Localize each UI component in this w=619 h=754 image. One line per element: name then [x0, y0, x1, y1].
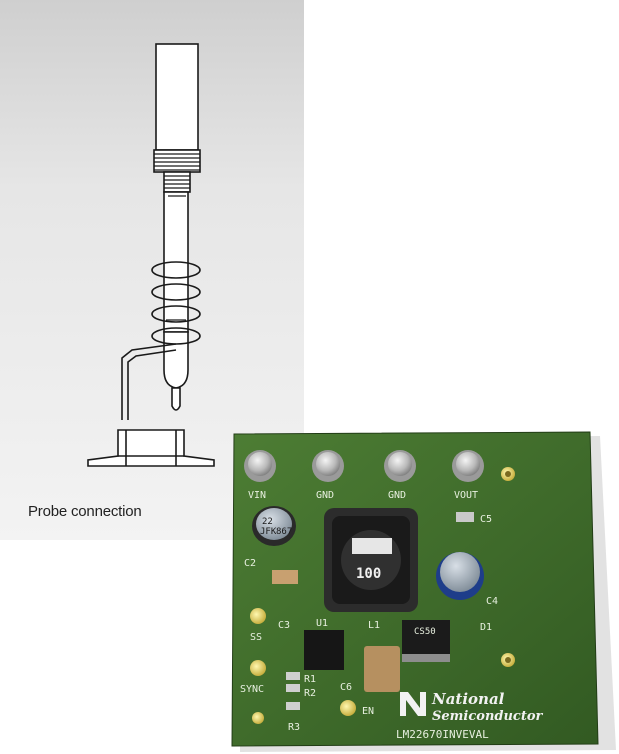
ref-c2: C2: [244, 558, 256, 569]
ref-c3: C3: [278, 620, 290, 631]
ground-lead: [121, 343, 177, 420]
ref-u1: U1: [316, 618, 328, 629]
thread-lines: [154, 153, 200, 321]
input-capacitor: 22 JFK 867: [252, 506, 296, 546]
resistor-r1: [286, 672, 300, 680]
pad-en: [340, 700, 356, 716]
smd-cap-c6: [364, 646, 400, 692]
smd-cap-c5: [456, 512, 474, 522]
diode-d1: CS50: [402, 620, 450, 662]
pad-label-sync: SYNC: [240, 684, 264, 695]
smd-cap-c2: [272, 570, 298, 584]
national-semiconductor-logo: National Semiconductor: [400, 690, 544, 724]
pad-label-ss: SS: [250, 632, 262, 643]
ref-r2: R2: [304, 688, 316, 699]
ref-r1: R1: [304, 674, 316, 685]
resistor-r2: [286, 684, 300, 692]
probe-thread-collar: [153, 149, 201, 173]
ref-c6: C6: [340, 682, 352, 693]
probe-body: [155, 43, 199, 151]
probe-illustration-panel: Probe connection: [0, 0, 304, 540]
terminal-posts: [244, 450, 484, 482]
ic-u1: [304, 630, 344, 670]
terminal-label-gnd: GND: [388, 490, 406, 501]
ref-d1: D1: [480, 622, 492, 633]
pad-sync: [250, 660, 266, 676]
evaluation-board-photo: VIN GND GND VOUT 22 JFK 867 100 C5 C: [228, 430, 619, 754]
output-capacitor: [436, 552, 484, 600]
ref-c4: C4: [486, 596, 498, 607]
board-name: LM22670INVEVAL: [396, 728, 489, 741]
diode-marking: CS50: [414, 627, 436, 637]
brand-line-1: National: [431, 690, 505, 708]
inductor: 100: [324, 508, 418, 612]
pad-label-en: EN: [362, 706, 374, 717]
pad-ss: [250, 608, 266, 624]
figure-caption: Probe connection: [28, 503, 142, 520]
connector-base: [87, 429, 215, 467]
evaluation-board: VIN GND GND VOUT 22 JFK 867 100 C5 C: [231, 431, 616, 752]
terminal-label-vin: VIN: [248, 490, 266, 501]
cap-marking: JFK: [260, 527, 277, 537]
probe-drawing: [87, 43, 215, 467]
mount-pad: [252, 712, 264, 724]
terminal-label-vout: VOUT: [454, 490, 478, 501]
terminal-label-gnd: GND: [316, 490, 334, 501]
cap-marking: 867: [276, 527, 292, 537]
probe-neck: [163, 171, 191, 193]
ref-r3: R3: [288, 722, 300, 733]
resistor-r3: [286, 702, 300, 710]
cap-marking: 22: [262, 517, 273, 527]
ref-c5: C5: [480, 514, 492, 525]
ref-l1: L1: [368, 620, 380, 631]
brand-line-2: Semiconductor: [432, 709, 544, 724]
inductor-marking: 100: [356, 566, 381, 582]
